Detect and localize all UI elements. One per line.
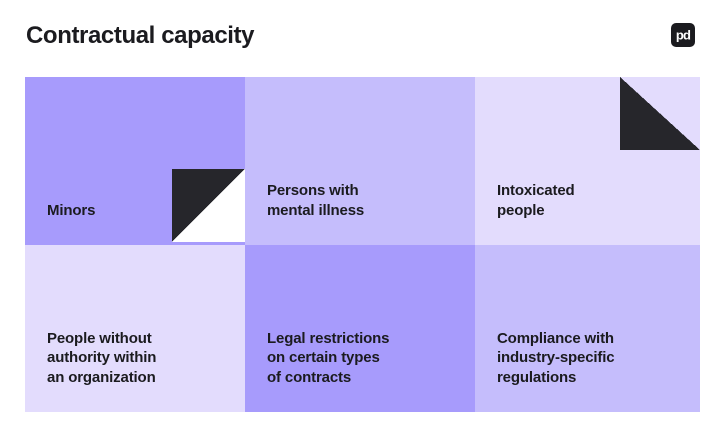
matrix-cell-legal-restrictions[interactable]: Legal restrictions on certain types of c…: [245, 245, 475, 412]
pd-logo-icon: pd: [671, 23, 695, 47]
capacity-matrix: Minors Persons with mental illness Intox…: [25, 77, 700, 412]
corner-fold-icon: [172, 169, 245, 242]
corner-fold-icon: [620, 77, 700, 150]
matrix-cell-minors[interactable]: Minors: [25, 77, 245, 245]
matrix-cell-persons-with-mental-illness[interactable]: Persons with mental illness: [245, 77, 475, 245]
matrix-cell-label: People without authority within an organ…: [47, 329, 157, 387]
matrix-cell-label: Persons with mental illness: [267, 182, 365, 220]
matrix-cell-label: Minors: [47, 202, 96, 220]
matrix-cell-compliance-regulations[interactable]: Compliance with industry-specific regula…: [475, 245, 700, 412]
matrix-cell-label: Compliance with industry-specific regula…: [497, 329, 615, 387]
page-title: Contractual capacity: [26, 22, 255, 49]
matrix-cell-intoxicated-people[interactable]: Intoxicated people: [475, 77, 700, 245]
pd-logo-text: pd: [675, 27, 691, 42]
matrix-cell-label: Legal restrictions on certain types of c…: [267, 329, 390, 387]
matrix-cell-label: Intoxicated people: [497, 182, 575, 220]
matrix-cell-people-without-authority[interactable]: People without authority within an organ…: [25, 245, 245, 412]
